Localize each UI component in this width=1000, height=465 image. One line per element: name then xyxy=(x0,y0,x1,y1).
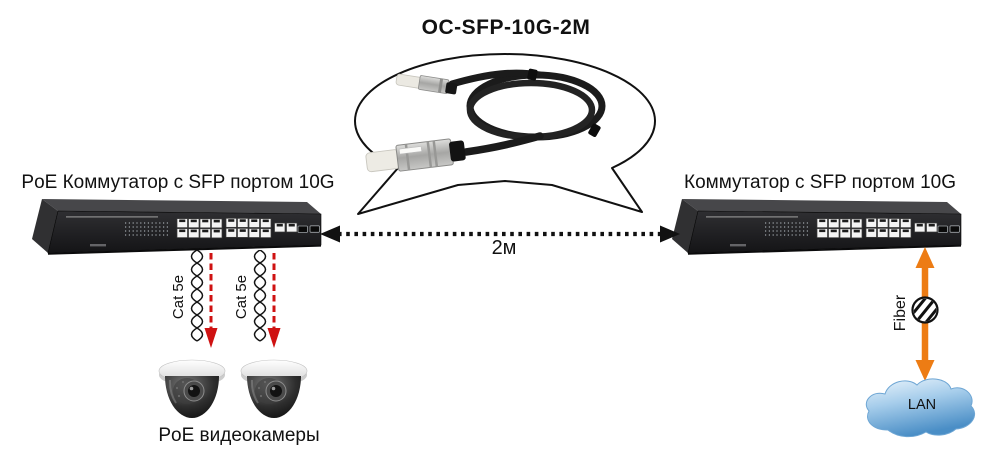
dome-camera-icon xyxy=(240,359,308,419)
twisted-pair-arrow-icon xyxy=(253,250,282,350)
lan-cloud-icon xyxy=(865,378,976,438)
lan-label: LAN xyxy=(907,397,937,413)
speech-bubble xyxy=(354,53,656,215)
cat5e-label-1: Cat 5e xyxy=(170,274,187,320)
dome-camera-icon xyxy=(158,359,226,419)
cat5e-label-2: Cat 5e xyxy=(233,274,250,320)
dac-link-arrow xyxy=(320,225,680,243)
fiber-symbol-icon xyxy=(911,296,939,324)
twisted-pair-arrow-icon xyxy=(190,250,219,350)
fiber-label: Fiber xyxy=(892,294,909,332)
product-title: OC-SFP-10G-2M xyxy=(421,16,591,39)
cameras-label: PoE видеокамеры xyxy=(158,425,320,446)
link-length-label: 2м xyxy=(491,237,517,259)
left-switch-label: PoE Коммутатор с SFP портом 10G xyxy=(21,172,335,193)
fiber-arrow xyxy=(911,247,939,381)
right-switch-label: Коммутатор с SFP портом 10G xyxy=(684,172,956,193)
dac-cable-icon xyxy=(365,68,606,173)
